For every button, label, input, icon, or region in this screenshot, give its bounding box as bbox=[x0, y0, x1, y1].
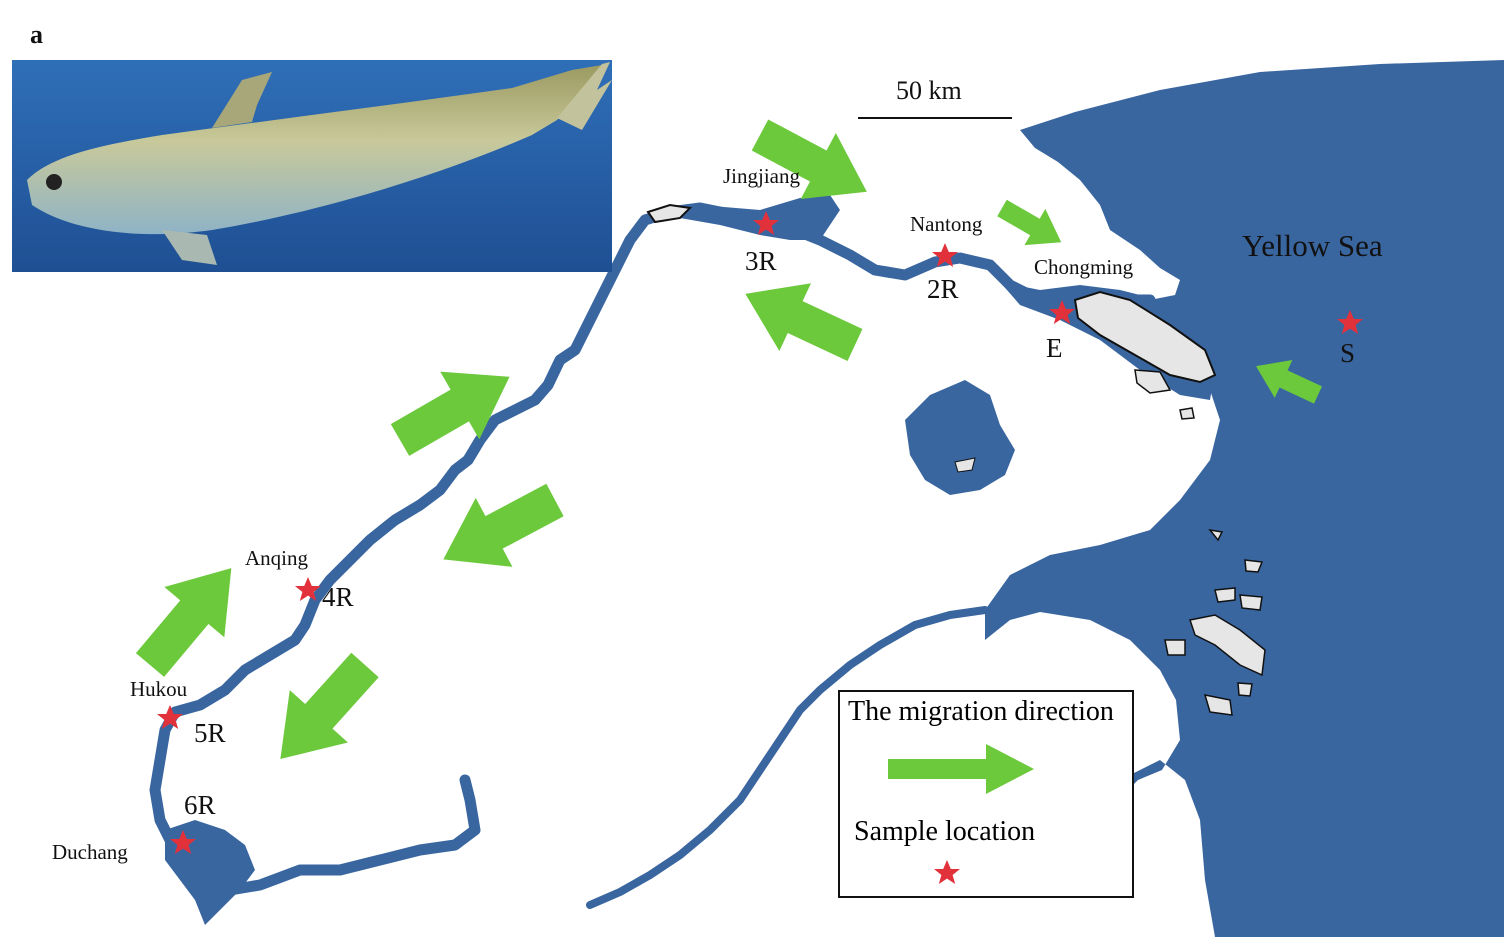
yellow-sea-water bbox=[985, 60, 1504, 937]
place-nantong: Nantong bbox=[910, 212, 983, 236]
site-code-4r: 4R bbox=[322, 582, 354, 612]
migration-arrow-icon bbox=[997, 199, 1062, 246]
site-code-s: S bbox=[1340, 338, 1356, 368]
sample-star-icon bbox=[932, 243, 958, 267]
legend: The migration direction Sample location bbox=[838, 690, 1134, 898]
small-island bbox=[1179, 407, 1195, 420]
scale-bar-label: 50 km bbox=[896, 76, 962, 105]
place-hukou: Hukou bbox=[130, 677, 188, 701]
fish-photo bbox=[12, 60, 612, 272]
place-duchang: Duchang bbox=[52, 840, 128, 864]
migration-arrow-icon bbox=[745, 283, 863, 361]
panel-label: a bbox=[30, 20, 43, 49]
sample-star-icon bbox=[295, 577, 321, 601]
legend-title: The migration direction bbox=[848, 696, 1114, 727]
sample-star-icon bbox=[1049, 300, 1075, 324]
lake-island bbox=[954, 457, 976, 473]
inland-lake bbox=[905, 380, 1015, 495]
sample-stars bbox=[157, 211, 1363, 854]
site-code-e: E bbox=[1046, 333, 1063, 363]
migration-arrow-icon bbox=[888, 744, 1034, 794]
fish-dorsal-fin bbox=[212, 72, 272, 128]
migration-arrow-icon bbox=[390, 371, 510, 456]
site-code-2r: 2R bbox=[927, 274, 959, 304]
migration-arrow-icon bbox=[751, 119, 867, 200]
fish-body bbox=[27, 65, 602, 235]
river-estuary-widening bbox=[640, 195, 840, 240]
place-anqing: Anqing bbox=[245, 546, 308, 570]
place-chongming: Chongming bbox=[1034, 255, 1134, 279]
migration-arrow-icon bbox=[443, 483, 564, 567]
sample-star-icon bbox=[157, 705, 183, 729]
yellow-sea-label: Yellow Sea bbox=[1242, 228, 1383, 263]
migration-arrows bbox=[135, 119, 1323, 760]
migration-arrow-icon bbox=[280, 652, 379, 760]
site-code-3r: 3R bbox=[745, 246, 777, 276]
chongming-island bbox=[1073, 290, 1217, 384]
site-code-6r: 6R bbox=[184, 790, 216, 820]
migration-arrow-icon bbox=[135, 568, 232, 677]
fish-tail bbox=[557, 62, 612, 130]
migration-arrow-icon bbox=[1256, 359, 1323, 404]
sample-star-icon bbox=[1337, 310, 1363, 334]
fish-eye bbox=[46, 174, 62, 190]
sample-star-icon bbox=[934, 860, 960, 884]
jingjiang-island bbox=[646, 203, 693, 224]
southern-waterway bbox=[586, 606, 989, 909]
fish-fin-lower bbox=[162, 230, 217, 265]
sample-star-icon bbox=[753, 211, 779, 235]
poyang-lake bbox=[165, 820, 255, 925]
small-island bbox=[1134, 369, 1172, 394]
zhoushan-islands bbox=[1164, 528, 1266, 716]
site-code-5r: 5R bbox=[194, 718, 226, 748]
place-jingjiang: Jingjiang bbox=[723, 164, 800, 188]
legend-sample: Sample location bbox=[854, 816, 1036, 847]
sample-star-icon bbox=[170, 830, 196, 854]
